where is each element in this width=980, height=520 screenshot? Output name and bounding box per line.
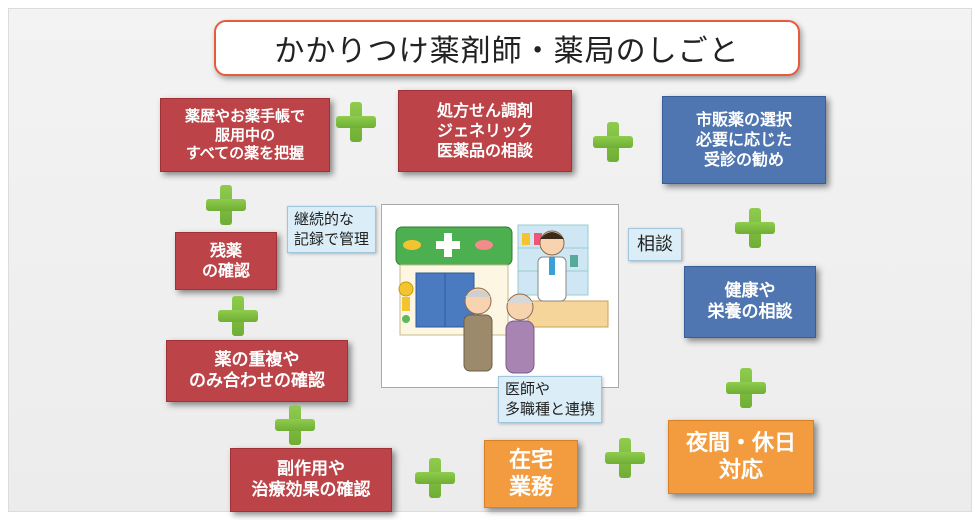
plus-icon [726, 368, 766, 408]
plus-icon [605, 438, 645, 478]
note-collaboration: 医師や 多職種と連携 [498, 376, 603, 423]
plus-icon [593, 122, 633, 162]
box-health-nutrition: 健康や 栄養の相談 [684, 266, 816, 338]
box-night-holiday: 夜間・休日 対応 [668, 420, 814, 494]
plus-icon [336, 102, 376, 142]
plus-icon [218, 296, 258, 336]
note-consult: 相談 [628, 228, 682, 262]
plus-icon [415, 458, 455, 498]
box-leftover: 残薬 の確認 [175, 232, 277, 290]
plus-icon [206, 185, 246, 225]
plus-icon [735, 208, 775, 248]
note-continuous-record: 継続的な 記録で管理 [287, 206, 377, 253]
box-home-care: 在宅 業務 [484, 440, 578, 508]
diagram-title: かかりつけ薬剤師・薬局のしごと [214, 20, 800, 76]
box-prescription: 処方せん調剤 ジェネリック 医薬品の相談 [398, 90, 572, 172]
plus-icon [275, 405, 315, 445]
pharmacy-illustration [381, 204, 619, 388]
box-otc: 市販薬の選択 必要に応じた 受診の勧め [662, 96, 826, 184]
box-duplicate: 薬の重複や のみ合わせの確認 [166, 340, 348, 402]
box-medication-history: 薬歴やお薬手帳で 服用中の すべての薬を把握 [160, 98, 330, 172]
box-side-effects: 副作用や 治療効果の確認 [230, 448, 392, 512]
